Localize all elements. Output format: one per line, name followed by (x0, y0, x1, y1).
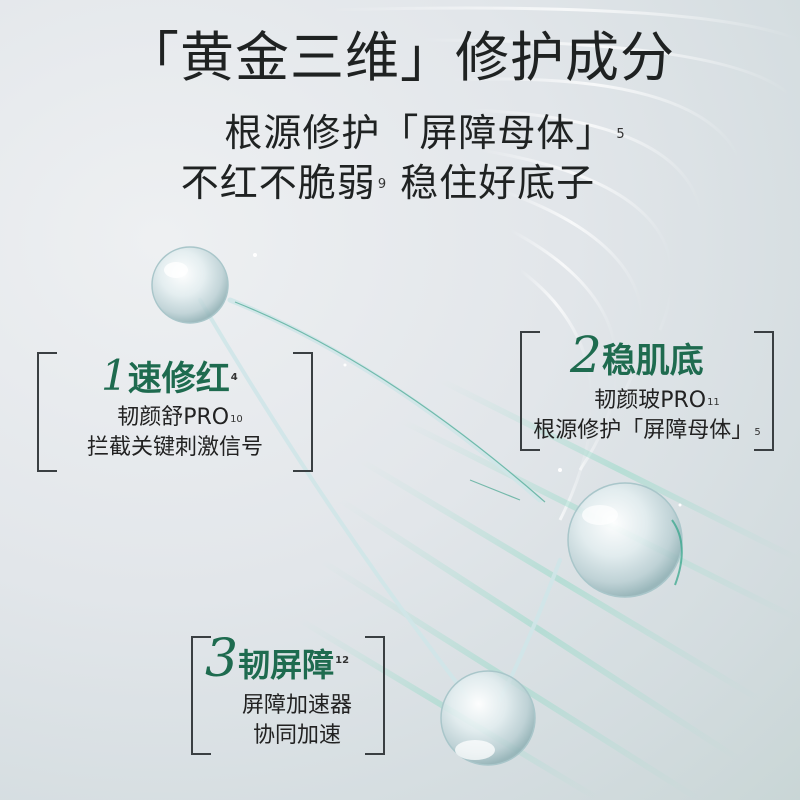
footnote-marker: 12 (335, 655, 350, 666)
footnote-marker: 5 (616, 127, 626, 142)
footnote-marker: 4 (230, 372, 238, 383)
footnote-marker: 10 (230, 414, 243, 425)
feature-card-2: 2稳肌底 韧颜玻PRO11 根源修护「屏障母体」5 (520, 330, 774, 451)
feature-title: 稳肌底 (601, 341, 704, 381)
feature-number: 1 (101, 351, 128, 400)
feature-heading: 1速修红4 (101, 355, 238, 400)
feature-description: 根源修护「屏障母体」 (533, 418, 754, 443)
feature-title: 速修红 (127, 359, 230, 399)
feature-line-2: 拦截关键刺激信号 (86, 435, 263, 460)
bracket-left (37, 352, 57, 472)
bracket-right (754, 331, 774, 451)
ingredient-name: 韧颜舒PRO (117, 405, 230, 430)
feature-title: 韧屏障 (238, 646, 335, 684)
feature-card-1: 1速修红4 韧颜舒PRO10 拦截关键刺激信号 (37, 352, 313, 472)
feature-line-2: 根源修护「屏障母体」5 (520, 417, 774, 445)
droplet-bottom (440, 670, 536, 766)
feature-heading: 2稳肌底 (570, 330, 704, 383)
feature-number: 3 (205, 629, 239, 689)
bracket-left (520, 331, 540, 451)
feature-card-3: 3韧屏障12 屏障加速器 协同加速 (191, 633, 385, 755)
subtitle-line-2-text-b: 稳住好底子 (387, 161, 596, 205)
footnote-marker: 5 (754, 427, 761, 438)
bracket-right (365, 636, 385, 755)
bracket-right (293, 352, 313, 472)
feature-heading: 3韧屏障12 (205, 633, 350, 688)
feature-line-1: 韧颜舒PRO10 (37, 404, 313, 432)
droplet-middle (567, 482, 683, 598)
subtitle-line-1: 根源修护「屏障母体」5 (25, 110, 800, 156)
subtitle-line-1-text: 根源修护「屏障母体」 (224, 111, 615, 155)
droplet-top (151, 246, 229, 324)
footnote-marker: 9 (377, 177, 388, 192)
bracket-left (191, 636, 211, 755)
footnote-marker: 11 (707, 397, 720, 408)
feature-line-1: 韧颜玻PRO11 (520, 387, 774, 415)
feature-line-1: 屏障加速器 (241, 693, 352, 718)
ingredient-name: 韧颜玻PRO (594, 388, 707, 413)
feature-line-2: 协同加速 (252, 723, 341, 748)
page-title: 「黄金三维」修护成分 (125, 26, 675, 89)
subtitle-line-2-text-a: 不红不脆弱 (180, 161, 376, 205)
feature-number: 2 (570, 326, 602, 384)
